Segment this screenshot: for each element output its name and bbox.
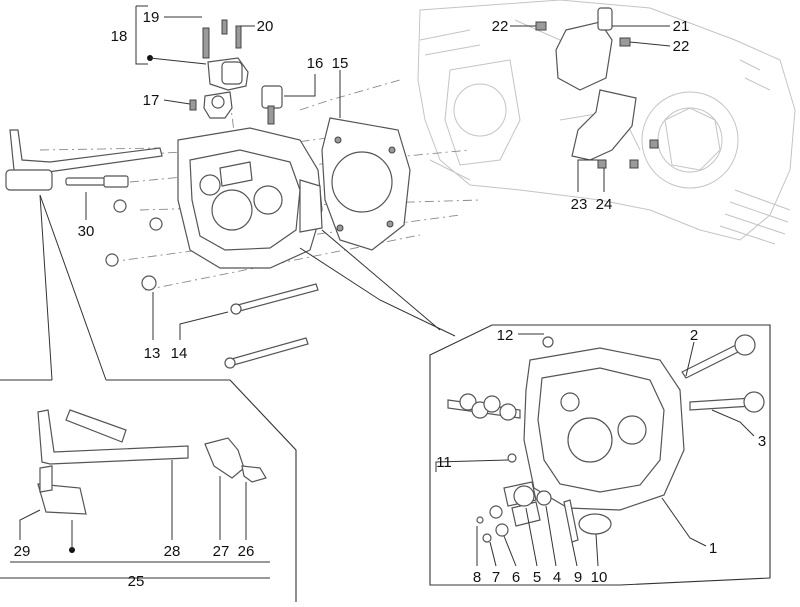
thermostat-housing-assembly: [189, 19, 283, 125]
callout-19: 19: [143, 9, 160, 26]
head-bolts: [224, 283, 319, 369]
callout-7: 7: [492, 569, 500, 586]
callout-24: 24: [596, 196, 613, 213]
breather-hoses-detail: [37, 409, 267, 553]
callout-26: 26: [238, 543, 255, 560]
callout-11: 11: [436, 454, 452, 471]
engine-block-ghost: [417, 0, 796, 245]
callout-4: 4: [553, 569, 561, 586]
upper-breather-hose: [5, 129, 163, 191]
callout-15: 15: [332, 55, 349, 72]
solenoid-bracket-assembly: [535, 7, 659, 169]
callout-1: 1: [709, 540, 717, 557]
callout-3: 3: [758, 433, 766, 450]
callout-16: 16: [307, 55, 324, 72]
cylinder-head-detail: [447, 334, 765, 543]
callout-22-right: 22: [673, 38, 690, 55]
callout-18: 18: [111, 28, 128, 45]
callout-30: 30: [78, 223, 95, 240]
callout-17: 17: [143, 92, 160, 109]
callout-2: 2: [690, 327, 698, 344]
cylinder-head-center: [177, 127, 323, 269]
callout-leaders: [10, 5, 755, 567]
head-gasket: [321, 117, 411, 251]
callout-29: 29: [14, 543, 31, 560]
callout-labels: 1 2 3 4 5 6 7 8 9 10 11 12 13 14 15 16 1…: [14, 9, 767, 590]
callout-9: 9: [574, 569, 582, 586]
callout-25: 25: [128, 573, 145, 590]
spark-plug-and-nuts: [65, 175, 163, 291]
callout-21: 21: [673, 18, 690, 35]
callout-28: 28: [164, 543, 181, 560]
callout-8: 8: [473, 569, 481, 586]
callout-12: 12: [497, 327, 514, 344]
callout-22-left: 22: [492, 18, 509, 35]
callout-5: 5: [533, 569, 541, 586]
callout-23: 23: [571, 196, 588, 213]
detail-frame-cylinder-head: [299, 229, 771, 586]
callout-14: 14: [171, 345, 188, 362]
callout-20: 20: [257, 18, 274, 35]
detail-frame-hoses: [0, 194, 297, 602]
callout-10: 10: [591, 569, 608, 586]
callout-6: 6: [512, 569, 520, 586]
callout-27: 27: [213, 543, 230, 560]
callout-13: 13: [144, 345, 161, 362]
